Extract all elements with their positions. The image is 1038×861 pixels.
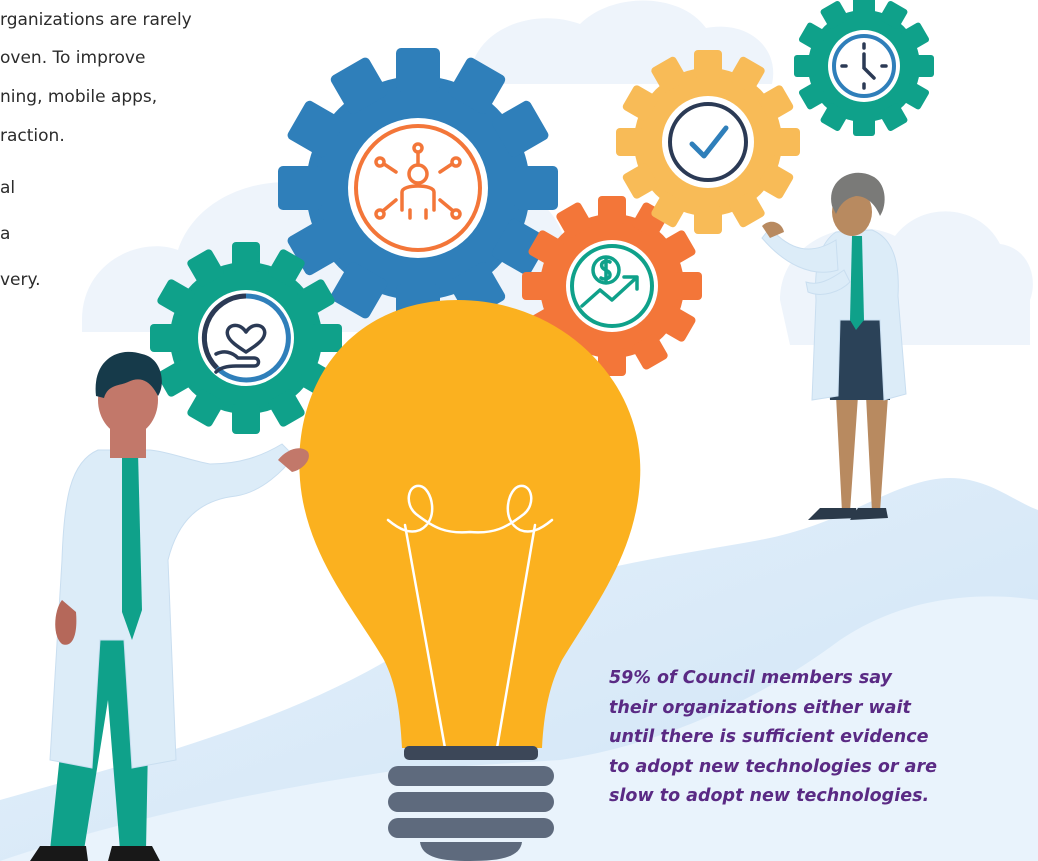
bulb-filament — [386, 484, 554, 750]
statistic-callout: 59% of Council members say their organiz… — [609, 664, 989, 812]
path-highlight — [0, 596, 1038, 861]
second-line-1: al — [0, 178, 16, 198]
orange-gear — [522, 196, 702, 376]
intro-line-4: raction. — [0, 126, 65, 146]
checkmark-icon — [689, 125, 729, 159]
intro-line-2: oven. To improve — [0, 48, 146, 68]
heart-hand-icon — [214, 323, 267, 374]
bulb-base — [388, 746, 554, 861]
callout-line-5: slow to adopt new technologies. — [609, 786, 930, 806]
callout-line-2: their organizations either wait — [609, 697, 911, 718]
right-doctor — [761, 172, 907, 520]
light-bulb — [299, 300, 641, 861]
second-line-2: a — [0, 224, 11, 244]
teal-gear-clock — [794, 0, 934, 136]
yellow-gear — [616, 50, 800, 234]
callout-line-3: until there is sufficient evidence — [609, 727, 929, 747]
callout-line-4: to adopt new technologies or are — [609, 756, 937, 777]
blue-gear — [278, 48, 558, 328]
teal-gear-heart — [150, 242, 342, 434]
second-line-3: very. — [0, 270, 41, 290]
person-network-icon — [374, 142, 462, 220]
clock-icon — [840, 42, 888, 90]
dollar-growth-icon — [580, 255, 639, 308]
left-doctor — [30, 351, 309, 861]
callout-line-1: 59% of Council members say — [609, 668, 892, 688]
intro-line-1: rganizations are rarely — [0, 10, 192, 30]
intro-line-3: ning, mobile apps, — [0, 87, 158, 107]
